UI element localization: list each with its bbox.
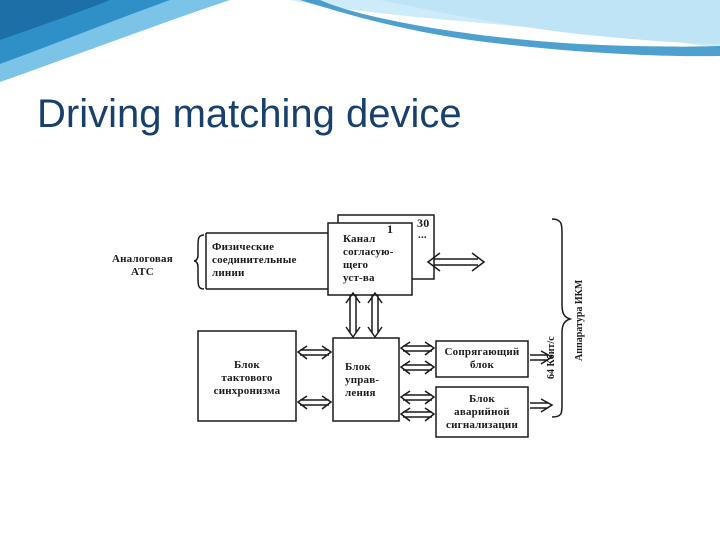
arrow-vertical-left <box>345 291 361 339</box>
control-block-box <box>332 337 400 422</box>
pcm-equipment-label: Аппаратура ИКМ <box>574 279 585 361</box>
left-brace <box>193 234 205 290</box>
arrow-control-alarm-1 <box>399 390 436 405</box>
sync-block-box <box>197 330 297 422</box>
alarm-block-label: Блок аварийной сигнализации <box>446 393 518 431</box>
physical-lines-box <box>205 232 328 290</box>
channel-first-label: 1 <box>387 222 394 236</box>
channel-box-front <box>327 222 413 296</box>
diagram-lines <box>193 214 573 438</box>
channel-device-label: Канал согласую- щего уст-ва <box>343 233 394 284</box>
analog-ats-label: Аналоговая АТС <box>112 253 173 278</box>
rate-label: 64 Кбит/с <box>546 336 557 379</box>
slide-title: Driving matching device <box>37 92 462 136</box>
arrow-alarm-out <box>530 398 554 413</box>
control-block-label: Блок управ- ления <box>345 361 380 399</box>
arrow-sync-control-2 <box>296 395 333 410</box>
block-diagram: Аналоговая АТС Физические соединительные… <box>100 205 585 445</box>
channel-last-label: 30 <box>417 216 430 230</box>
arrow-control-interface-2 <box>399 360 436 375</box>
arrow-vertical-right <box>367 291 383 339</box>
interface-block-box <box>435 340 529 378</box>
arrow-interface-out <box>530 350 554 365</box>
arrow-sync-control-1 <box>296 345 333 360</box>
channel-dots-label: ... <box>418 229 427 241</box>
arrow-channel-right <box>426 252 486 272</box>
alarm-block-box <box>435 386 529 438</box>
arrow-control-alarm-2 <box>399 407 436 422</box>
header-wave-decoration <box>0 0 720 82</box>
interface-block-label: Сопрягающий блок <box>444 346 520 371</box>
physical-lines-label: Физические соединительные линии <box>212 241 297 279</box>
sync-block-label: Блок тактового синхронизма <box>213 359 281 397</box>
arrow-control-interface-1 <box>399 341 436 356</box>
right-brace <box>551 218 573 418</box>
